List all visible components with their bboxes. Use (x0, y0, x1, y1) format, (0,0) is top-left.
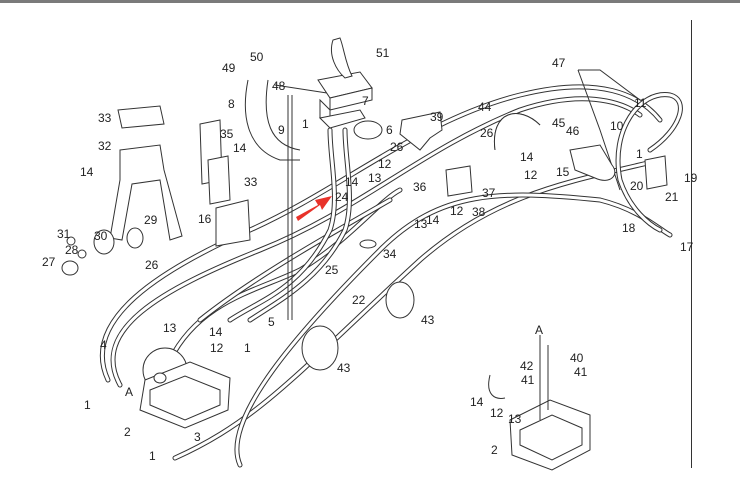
callout-30: 30 (94, 229, 108, 243)
top-border (0, 0, 740, 3)
callout-43: 43 (337, 361, 351, 375)
hoses (99, 69, 683, 468)
callout-49: 49 (222, 61, 236, 75)
callout-14: 14 (520, 150, 534, 164)
callout-13: 13 (368, 171, 382, 185)
callout-1: 1 (244, 341, 251, 355)
callout-16: 16 (198, 212, 212, 226)
callout-12: 12 (210, 341, 224, 355)
callout-44: 44 (478, 100, 492, 114)
callout-45: 45 (552, 116, 566, 130)
callout-33: 33 (244, 175, 258, 189)
callout-37: 37 (482, 186, 496, 200)
callout-9: 9 (278, 123, 285, 137)
callout-6: 6 (386, 123, 393, 137)
callout-2: 2 (491, 443, 498, 457)
callout-46: 46 (566, 124, 580, 138)
callout-1: 1 (84, 398, 91, 412)
callout-22: 22 (352, 293, 366, 307)
callout-14: 14 (470, 395, 484, 409)
callout-43: 43 (421, 313, 435, 327)
callout-20: 20 (630, 179, 644, 193)
callout-24: 24 (335, 190, 349, 204)
callout-12: 12 (524, 168, 538, 182)
callout-4: 4 (100, 338, 107, 352)
callout-11: 11 (634, 96, 647, 110)
callout-26: 26 (145, 258, 159, 272)
callout-10: 10 (610, 119, 624, 133)
callout-36: 36 (413, 180, 427, 194)
callout-14: 14 (233, 141, 247, 155)
callout-14: 14 (209, 325, 223, 339)
callout-5: 5 (268, 315, 275, 329)
callout-21: 21 (665, 190, 679, 204)
callout-42: 42 (520, 359, 534, 373)
callout-14: 14 (80, 165, 94, 179)
brackets-and-clamps (61, 105, 668, 371)
callout-41: 41 (574, 365, 588, 379)
callout-33: 33 (98, 111, 112, 125)
callout-35: 35 (220, 127, 234, 141)
callout-51: 51 (376, 46, 390, 60)
callout-A: A (535, 323, 543, 337)
callout-2: 2 (124, 425, 131, 439)
callout-32: 32 (98, 139, 112, 153)
callout-7: 7 (362, 94, 369, 108)
callout-17: 17 (680, 240, 694, 254)
callout-14: 14 (345, 175, 359, 189)
callout-40: 40 (570, 351, 584, 365)
callout-48: 48 (272, 79, 286, 93)
callout-39: 39 (430, 110, 444, 124)
callout-27: 27 (42, 255, 56, 269)
callout-1: 1 (302, 117, 309, 131)
callout-13: 13 (414, 217, 428, 231)
callout-25: 25 (325, 263, 339, 277)
callout-A: A (125, 385, 133, 399)
callout-12: 12 (450, 204, 464, 218)
callout-1: 1 (636, 147, 643, 161)
callout-12: 12 (490, 406, 504, 420)
callout-8: 8 (228, 97, 235, 111)
callout-14: 14 (426, 213, 440, 227)
callout-41: 41 (521, 373, 535, 387)
callout-47: 47 (552, 56, 566, 70)
callout-15: 15 (556, 165, 570, 179)
callout-3: 3 (194, 430, 201, 444)
callout-34: 34 (383, 247, 397, 261)
callout-28: 28 (65, 243, 79, 257)
right-divider-line (691, 20, 692, 468)
callout-18: 18 (622, 221, 636, 235)
callout-38: 38 (472, 205, 486, 219)
callout-13: 13 (163, 321, 177, 335)
callout-12: 12 (378, 157, 392, 171)
callout-29: 29 (144, 213, 158, 227)
control-valve-detail-a (488, 335, 591, 471)
callout-1: 1 (149, 449, 156, 463)
callout-26: 26 (480, 126, 494, 140)
joystick-control (317, 37, 373, 129)
callout-50: 50 (250, 50, 264, 64)
control-valve-main (139, 347, 231, 429)
callout-13: 13 (508, 412, 522, 426)
callout-31: 31 (57, 227, 71, 241)
callout-26: 26 (390, 140, 404, 154)
red-arrow (296, 196, 332, 221)
callout-19: 19 (684, 171, 698, 185)
